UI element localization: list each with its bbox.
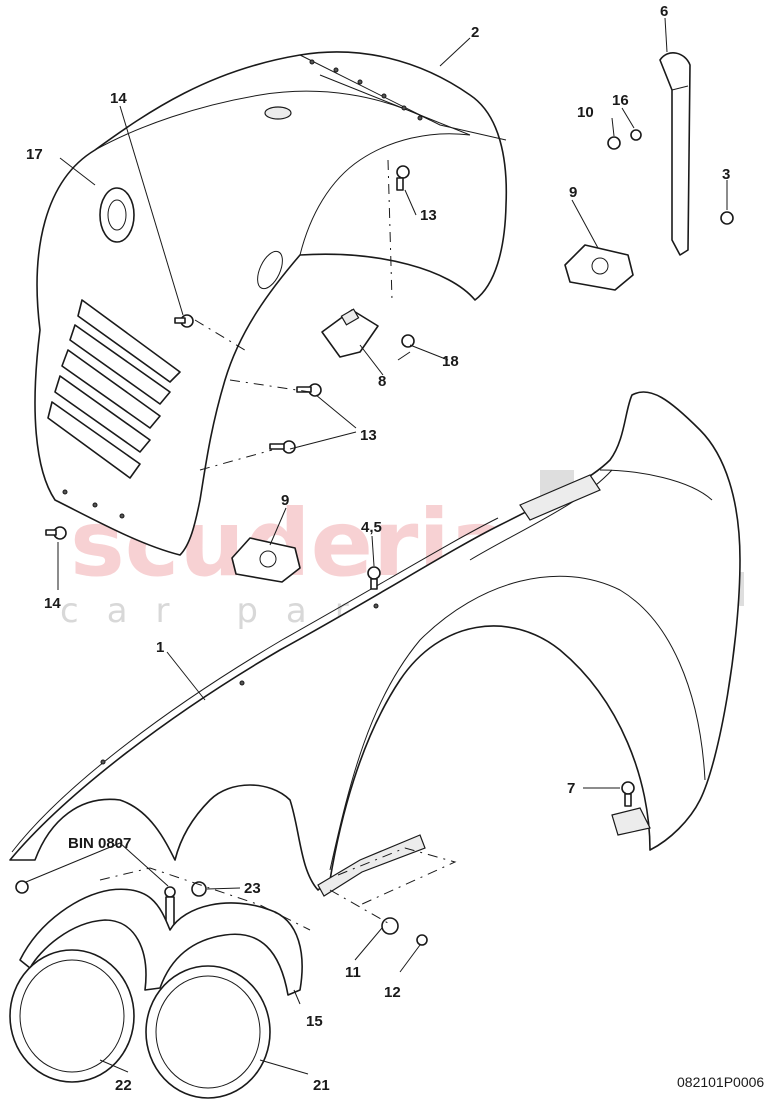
callout-11: 11 bbox=[345, 964, 361, 981]
callout-13-upper: 13 bbox=[420, 207, 437, 224]
bin-note: BIN 0807 bbox=[68, 835, 131, 852]
plug-part bbox=[321, 308, 379, 358]
wheel-arch-liner bbox=[34, 51, 508, 556]
front-wing-panel bbox=[9, 391, 741, 897]
assembly-lines bbox=[99, 159, 457, 931]
callout-6: 6 bbox=[660, 3, 668, 20]
callout-3: 3 bbox=[722, 166, 730, 183]
trim-strip bbox=[659, 52, 691, 256]
diagram-code: 082101P0006 bbox=[677, 1074, 764, 1090]
callout-10: 10 bbox=[577, 104, 594, 121]
callout-17: 17 bbox=[26, 146, 43, 163]
callout-22: 22 bbox=[115, 1077, 132, 1094]
callout-9-upper: 9 bbox=[569, 184, 577, 201]
clip-lower bbox=[231, 537, 301, 583]
callout-8: 8 bbox=[378, 373, 386, 390]
clip-upper bbox=[564, 244, 634, 291]
callout-13-lower: 13 bbox=[360, 427, 377, 444]
callout-1: 1 bbox=[156, 639, 164, 656]
lamp-ring-left bbox=[9, 949, 135, 1083]
callout-4-5: 4,5 bbox=[361, 519, 382, 536]
callout-15: 15 bbox=[306, 1013, 323, 1030]
callout-14-upper: 14 bbox=[110, 90, 127, 107]
callout-18: 18 bbox=[442, 353, 459, 370]
callout-23: 23 bbox=[244, 880, 261, 897]
leader-lines bbox=[25, 17, 728, 1075]
callout-21: 21 bbox=[313, 1077, 330, 1094]
callout-16: 16 bbox=[612, 92, 629, 109]
fastener-group bbox=[15, 129, 734, 946]
callout-9-lower: 9 bbox=[281, 492, 289, 509]
callout-14-lower: 14 bbox=[44, 595, 61, 612]
callout-12: 12 bbox=[384, 984, 401, 1001]
lamp-carrier bbox=[19, 888, 303, 996]
callout-2: 2 bbox=[471, 24, 479, 41]
callout-labels: 2 6 3 10 16 9 13 18 8 14 17 13 9 14 4,5 … bbox=[26, 3, 730, 1094]
callout-7: 7 bbox=[567, 780, 575, 797]
lamp-ring-right bbox=[145, 965, 271, 1099]
